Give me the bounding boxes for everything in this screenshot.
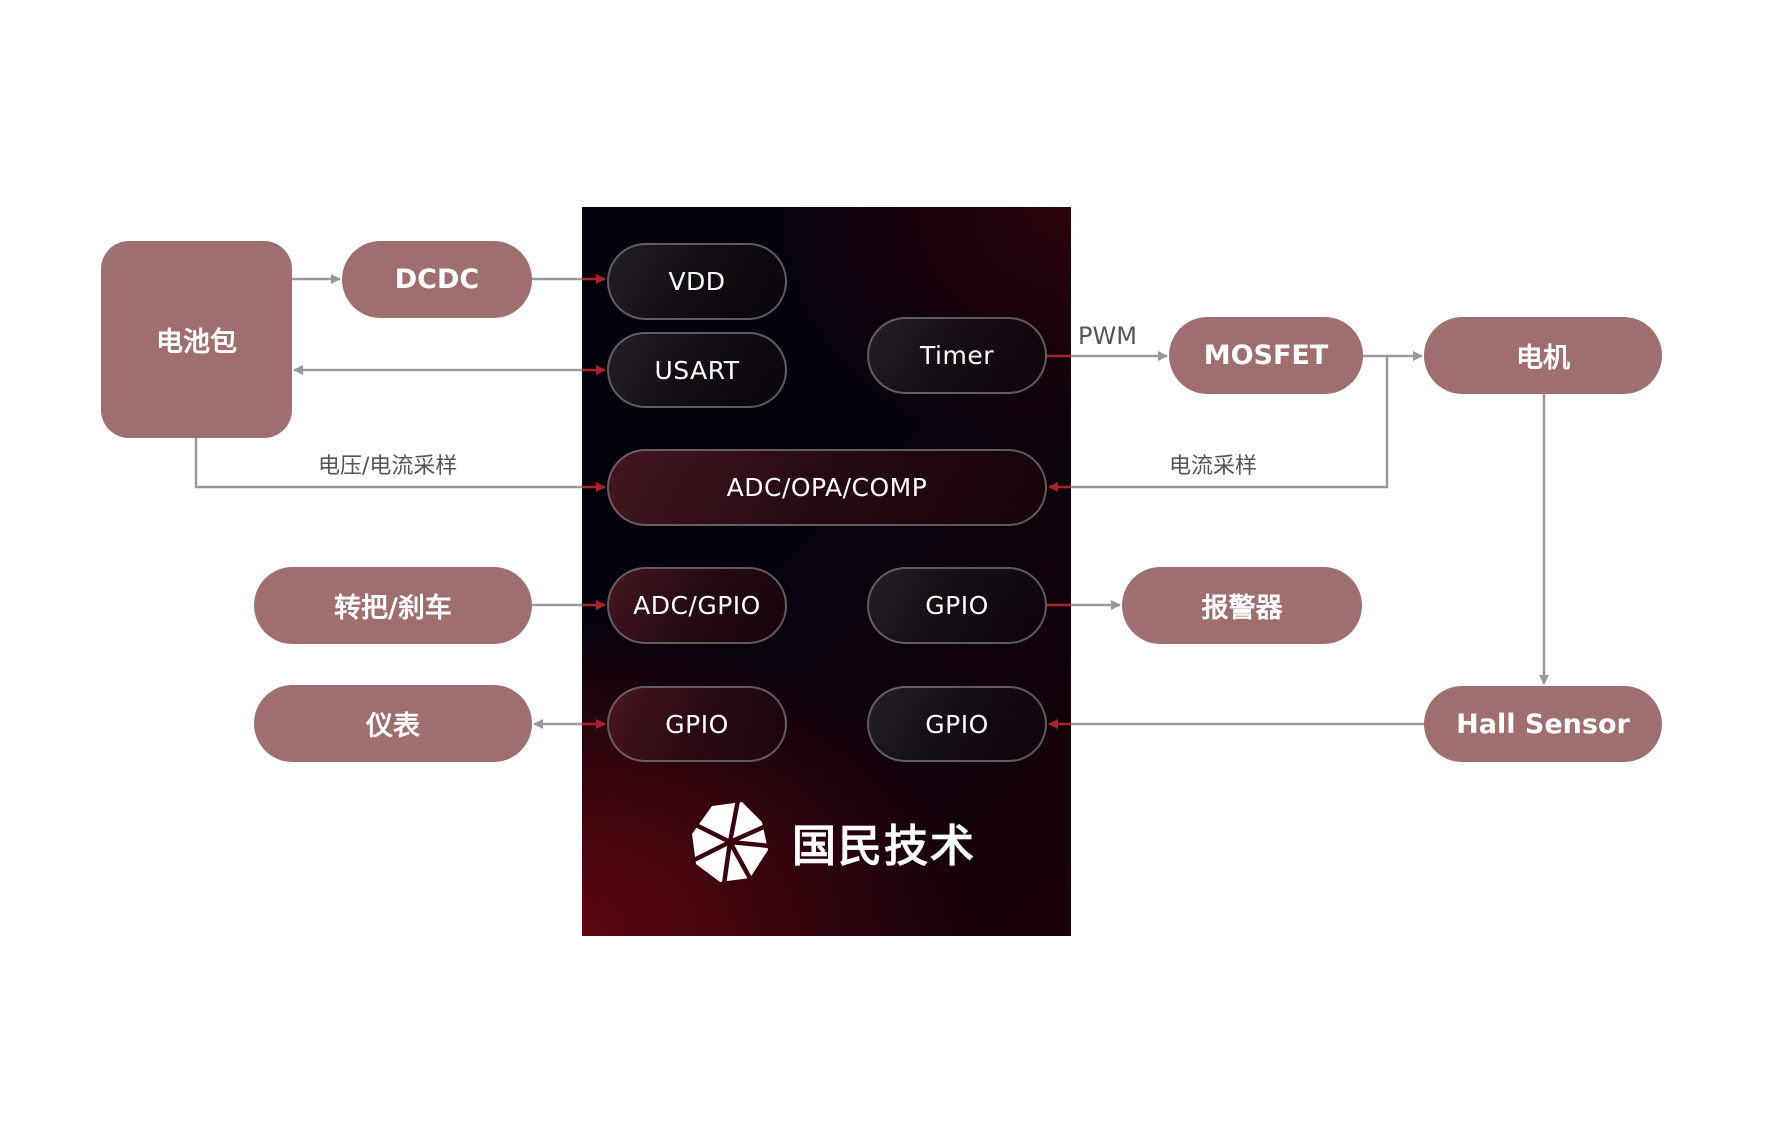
wire-current-sampling [1071, 356, 1389, 489]
adc-gpio-label: ADC/GPIO [633, 591, 761, 620]
battery-sampling-label: 电压/电流采样 [318, 454, 458, 479]
alarm-node[interactable]: 报警器 [1122, 567, 1362, 644]
adc-gpio-chip[interactable]: ADC/GPIO [607, 567, 787, 644]
usart-chip[interactable]: USART [607, 332, 787, 408]
gpio-meter-chip[interactable]: GPIO [607, 686, 787, 762]
mosfet-node[interactable]: MOSFET [1169, 317, 1363, 394]
throttle-brake-node[interactable]: 转把/刹车 [254, 567, 532, 644]
meter-label: 仪表 [366, 711, 420, 742]
dcdc-node[interactable]: DCDC [342, 241, 532, 318]
battery-pack-node[interactable]: 电池包 [101, 241, 292, 438]
gpio-alarm-chip[interactable]: GPIO [867, 567, 1047, 644]
usart-label: USART [654, 355, 740, 385]
motor-label: 电机 [1516, 343, 1570, 374]
vdd-label: VDD [668, 267, 726, 296]
adc-opa-comp-chip[interactable]: ADC/OPA/COMP [607, 449, 1047, 526]
wire-battery-sampling [194, 438, 582, 489]
gpio-meter-label: GPIO [665, 709, 729, 739]
current-sampling-label: 电流采样 [1169, 454, 1258, 479]
gpio-alarm-label: GPIO [925, 591, 989, 620]
timer-chip[interactable]: Timer [867, 317, 1047, 394]
timer-label: Timer [920, 341, 994, 370]
mosfet-label: MOSFET [1203, 340, 1329, 371]
motor-node[interactable]: 电机 [1424, 317, 1662, 394]
hall-sensor-label: Hall Sensor [1456, 708, 1630, 740]
battery-pack-label: 电池包 [156, 327, 237, 358]
brand-name: 国民技术 [792, 821, 976, 872]
gpio-hall-label: GPIO [925, 709, 989, 739]
adc-opa-comp-label: ADC/OPA/COMP [726, 473, 928, 502]
hall-sensor-node[interactable]: Hall Sensor [1424, 686, 1662, 762]
vdd-chip[interactable]: VDD [607, 243, 787, 320]
alarm-label: 报警器 [1201, 593, 1283, 624]
brand-logo: 国民技术 [690, 800, 976, 884]
gpio-hall-chip[interactable]: GPIO [867, 686, 1047, 762]
dcdc-label: DCDC [394, 264, 480, 295]
meter-node[interactable]: 仪表 [254, 685, 532, 762]
pwm-label: PWM [1078, 322, 1137, 350]
nations-technologies-logo-icon [690, 800, 770, 884]
throttle-brake-label: 转把/刹车 [334, 593, 452, 624]
